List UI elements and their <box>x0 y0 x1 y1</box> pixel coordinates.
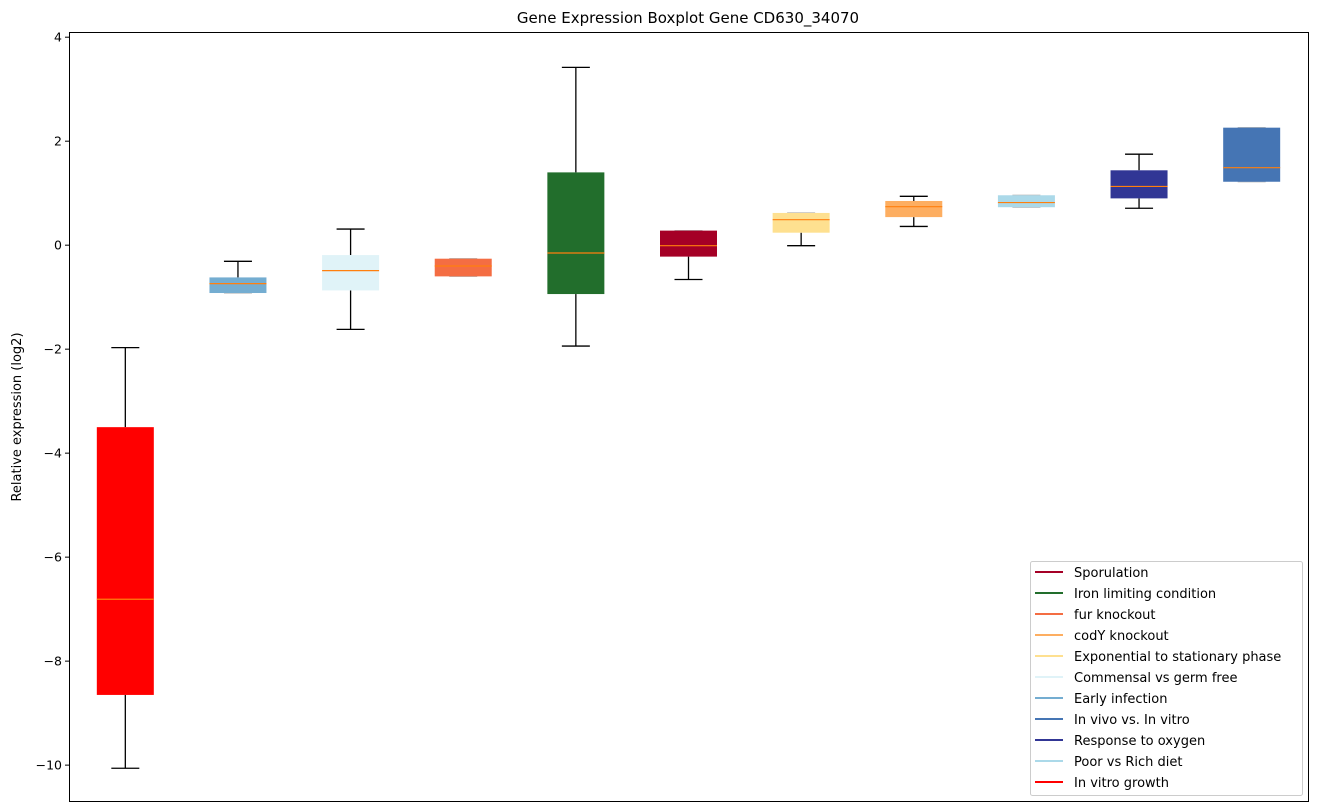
y-tick-label: −8 <box>44 654 62 669</box>
box-exponential-to-stationary-phase <box>772 212 830 247</box>
y-tick-label: −6 <box>44 550 62 565</box>
box-commensal-vs-germ-free <box>322 228 380 331</box>
legend-item: Iron limiting condition <box>1035 587 1216 602</box>
plot-frame <box>69 32 1309 802</box>
y-tick-label: 2 <box>54 134 62 149</box>
legend-label: Sporulation <box>1074 566 1149 581</box>
legend-item: Response to oxygen <box>1035 734 1205 749</box>
box-body <box>434 258 492 277</box>
box-in-vitro-growth <box>96 346 154 769</box>
legend-label: In vivo vs. In vitro <box>1074 713 1190 728</box>
box-early-infection <box>209 260 267 294</box>
legend-item: Sporulation <box>1035 566 1149 581</box>
box-response-to-oxygen <box>1110 153 1168 209</box>
y-tick-label: −4 <box>44 446 62 461</box>
legend-label: Poor vs Rich diet <box>1074 755 1182 770</box>
legend-item: Exponential to stationary phase <box>1035 650 1281 665</box>
box-body <box>96 427 154 695</box>
box-in-vivo-vs-in-vitro <box>1223 127 1281 183</box>
legend-item: codY knockout <box>1035 629 1169 644</box>
legend-frame <box>1030 561 1303 796</box>
box-cody-knockout <box>885 195 943 228</box>
legend-label: Early infection <box>1074 692 1167 707</box>
boxes-group <box>96 66 1281 769</box>
y-tick-label: −10 <box>36 758 62 773</box>
legend-item: Commensal vs germ free <box>1035 671 1237 686</box>
y-axis: 4 2 0 −2 −4 −6 −8 −10 <box>36 30 69 773</box>
box-body <box>547 172 605 295</box>
legend-item: In vitro growth <box>1035 776 1169 791</box>
legend-label: In vitro growth <box>1074 776 1169 791</box>
box-body <box>885 200 943 218</box>
box-body <box>209 277 267 294</box>
box-poor-vs-rich-diet <box>997 194 1055 208</box>
box-body <box>997 195 1055 208</box>
legend-label: Response to oxygen <box>1074 734 1205 749</box>
box-body <box>772 212 830 233</box>
legend-item: Early infection <box>1035 692 1167 707</box>
legend-label: Commensal vs germ free <box>1074 671 1237 686</box>
y-tick-label: 0 <box>54 238 62 253</box>
box-body <box>1110 170 1168 199</box>
chart-title: Gene Expression Boxplot Gene CD630_34070 <box>517 9 859 28</box>
box-fur-knockout <box>434 258 492 278</box>
y-axis-label: Relative expression (log2) <box>10 332 25 501</box>
box-body <box>322 255 380 291</box>
box-iron-limiting-condition <box>547 66 605 347</box>
legend-item: fur knockout <box>1035 608 1156 623</box>
legend-label: Exponential to stationary phase <box>1074 650 1281 665</box>
y-tick-label: 4 <box>54 30 62 45</box>
box-sporulation <box>660 229 717 281</box>
legend-item: In vivo vs. In vitro <box>1035 713 1190 728</box>
y-tick-label: −2 <box>44 342 62 357</box>
legend-label: Iron limiting condition <box>1074 587 1216 602</box>
box-body <box>1223 127 1281 182</box>
box-body <box>660 230 717 257</box>
legend-label: codY knockout <box>1074 629 1169 644</box>
legend-label: fur knockout <box>1074 608 1156 623</box>
legend-item: Poor vs Rich diet <box>1035 755 1182 770</box>
